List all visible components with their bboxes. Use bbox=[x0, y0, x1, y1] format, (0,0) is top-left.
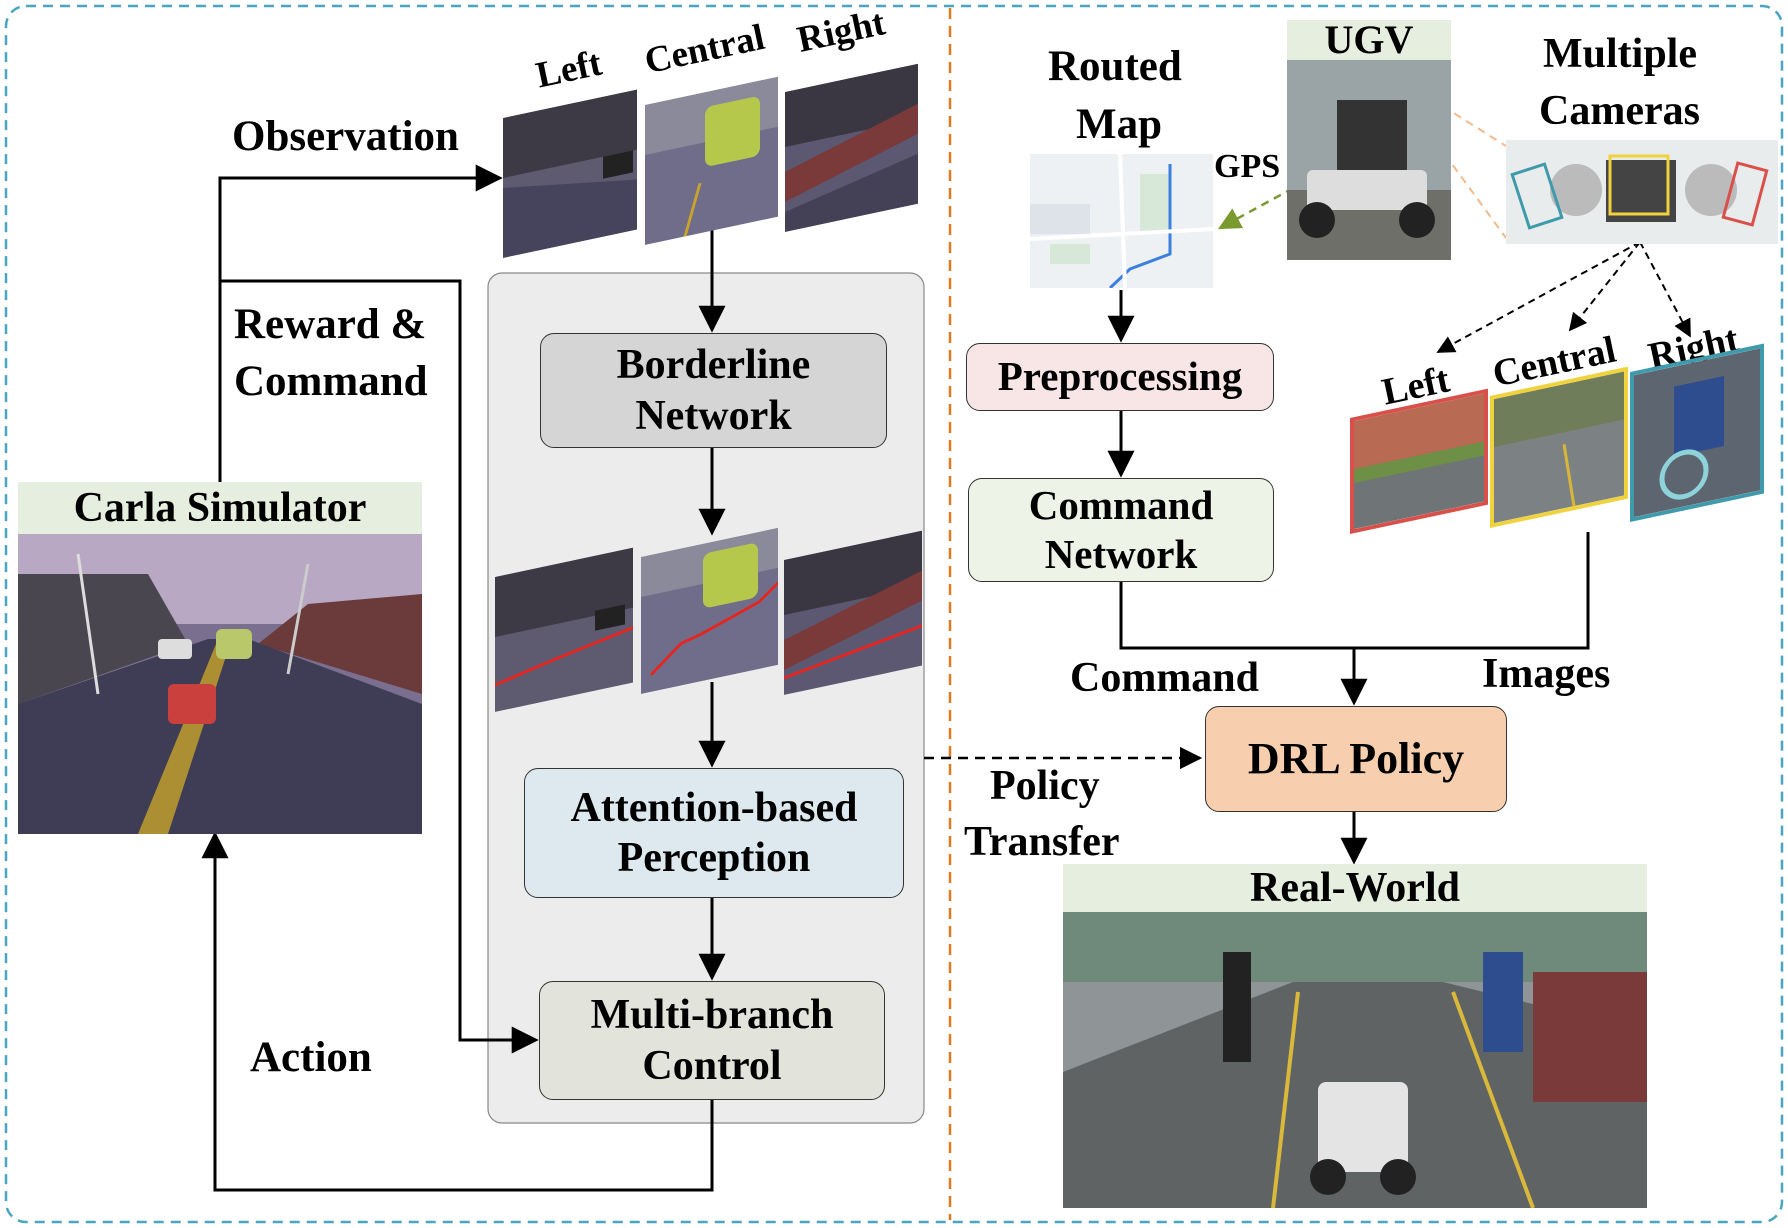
sim-white-car bbox=[158, 639, 192, 659]
reward-label-line2: Command bbox=[234, 358, 428, 405]
mask-image-right bbox=[784, 530, 922, 695]
outer-dashed-frame bbox=[4, 4, 1784, 1224]
real-world-label: Real-World bbox=[1063, 864, 1647, 912]
attention-perception-box: Attention-based Perception bbox=[524, 768, 904, 898]
borderline-network-box: Borderline Network bbox=[540, 333, 887, 448]
carla-simulator-image bbox=[18, 534, 422, 834]
attention-line1: Attention-based bbox=[570, 784, 858, 831]
cam-image-left bbox=[1350, 388, 1488, 534]
ugv-label: UGV bbox=[1287, 20, 1451, 60]
cam-image-right bbox=[1630, 343, 1764, 522]
mask-image-left bbox=[495, 547, 633, 712]
attention-line2: Perception bbox=[617, 835, 811, 881]
obs-image-left bbox=[503, 89, 637, 258]
images-label: Images bbox=[1482, 651, 1611, 697]
routed-map-image bbox=[1030, 154, 1213, 288]
sim-red-car bbox=[168, 684, 216, 724]
sim-green-van bbox=[216, 629, 252, 659]
multiple-cameras-image bbox=[1506, 140, 1778, 244]
camera-to-left-arrow bbox=[1436, 241, 1641, 353]
multi-branch-control-box: Multi-branch Control bbox=[539, 981, 885, 1100]
mask-image-central bbox=[641, 527, 778, 694]
multiple-cameras-line1: Multiple bbox=[1543, 31, 1697, 77]
drl-policy-box: DRL Policy bbox=[1205, 706, 1507, 812]
borderline-line2: Network bbox=[635, 392, 792, 439]
policy-transfer-line2: Transfer bbox=[964, 819, 1120, 865]
drl-policy-label: DRL Policy bbox=[1247, 733, 1465, 783]
control-line1: Multi-branch bbox=[590, 992, 834, 1039]
routed-map-line2: Map bbox=[1076, 101, 1162, 148]
command-network-box: Command Network bbox=[968, 478, 1274, 582]
ugv-image bbox=[1287, 60, 1451, 260]
real-world-image bbox=[1063, 912, 1647, 1208]
command-net-line1: Command bbox=[1028, 481, 1214, 528]
obs-image-right bbox=[785, 63, 918, 232]
preprocessing-label: Preprocessing bbox=[997, 353, 1243, 400]
action-label: Action bbox=[250, 1034, 372, 1081]
reward-label-line1: Reward & bbox=[234, 301, 427, 348]
simulator-title: Carla Simulator bbox=[18, 482, 422, 534]
multiple-cameras-line2: Cameras bbox=[1539, 88, 1700, 134]
obs-image-central bbox=[645, 76, 778, 245]
command-net-line2: Network bbox=[1044, 531, 1198, 577]
preprocessing-box: Preprocessing bbox=[966, 343, 1274, 411]
reward-command-arrow bbox=[220, 279, 539, 1054]
camera-to-central-arrow bbox=[1568, 241, 1641, 332]
routed-map-line1: Routed bbox=[1048, 43, 1182, 90]
control-line2: Control bbox=[642, 1042, 782, 1089]
observation-arrow bbox=[218, 164, 503, 482]
borderline-line1: Borderline bbox=[616, 342, 811, 389]
observation-label: Observation bbox=[232, 113, 459, 160]
gps-label: GPS bbox=[1214, 148, 1281, 185]
pipeline-panel bbox=[487, 272, 925, 1124]
policy-transfer-line1: Policy bbox=[990, 763, 1100, 809]
action-arrow bbox=[201, 831, 714, 1192]
command-label: Command bbox=[1070, 655, 1260, 701]
cam-image-central bbox=[1490, 366, 1628, 528]
camera-to-right-arrow bbox=[1639, 241, 1691, 338]
